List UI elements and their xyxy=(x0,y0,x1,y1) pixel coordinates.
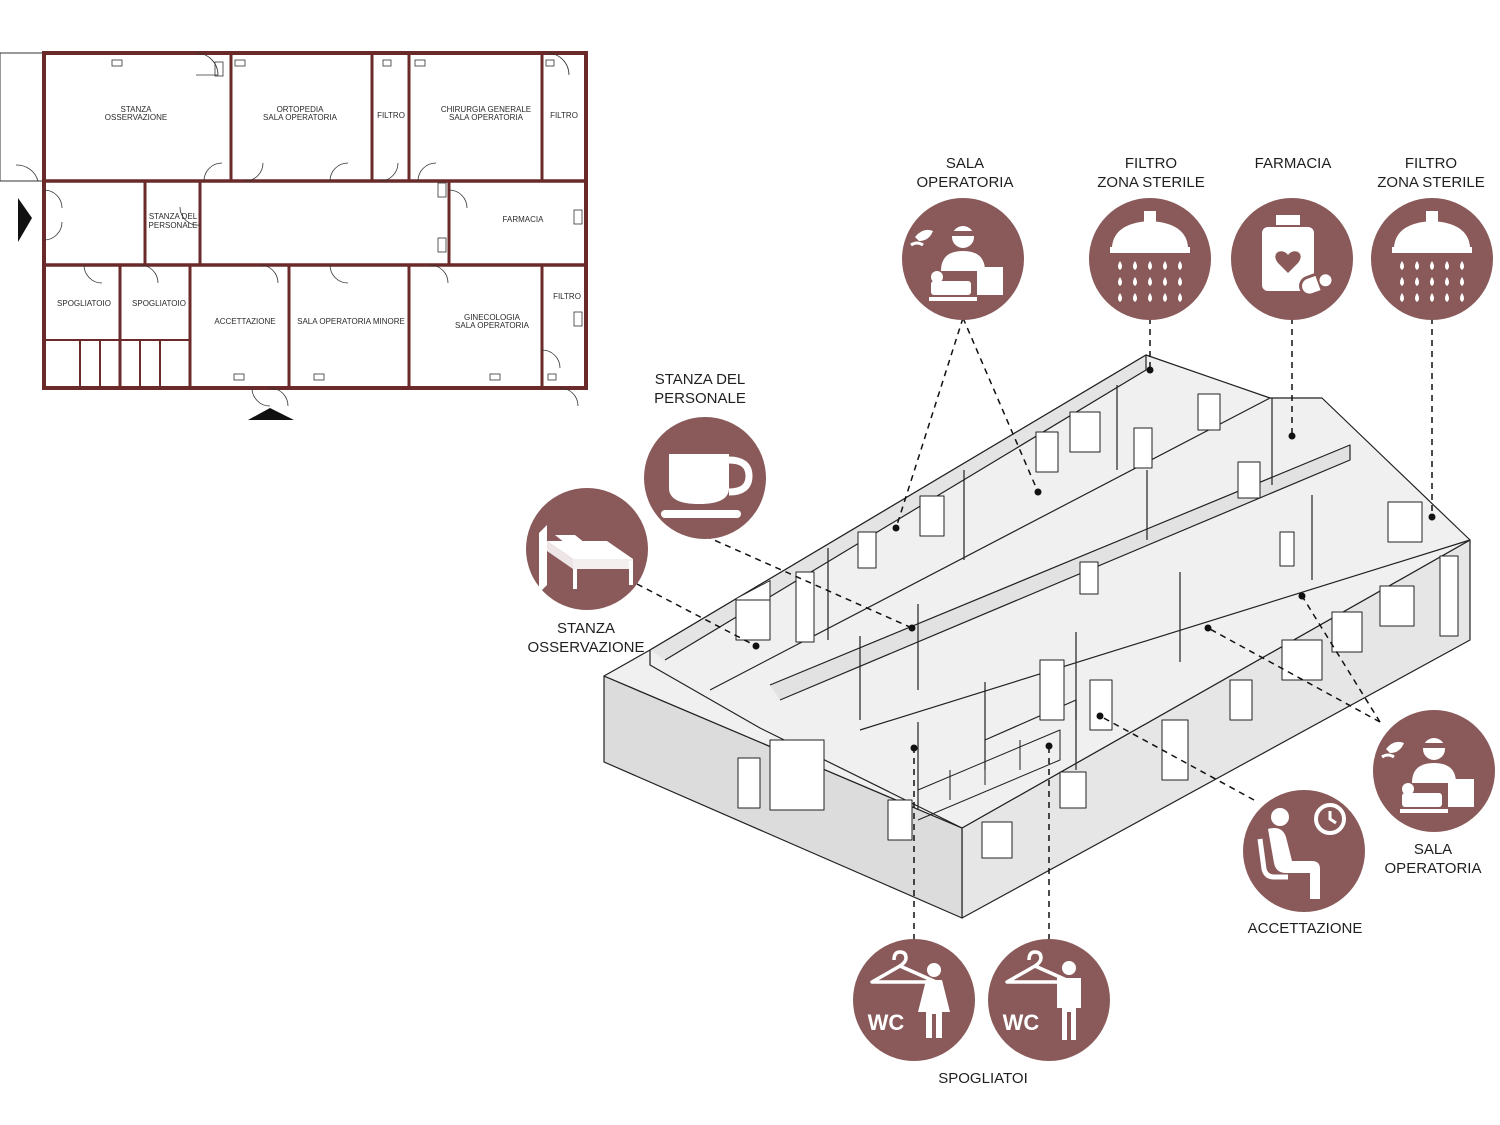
wc-female-icon xyxy=(918,963,950,1038)
plan-label-sala-minore: SALA OPERATORIA MINORE xyxy=(297,317,405,326)
wc-label-female: WC xyxy=(868,1010,905,1035)
callout-filtro-2 xyxy=(1371,198,1493,320)
svg-text:STANZA: STANZA xyxy=(121,105,153,114)
caption-accettazione: ACCETTAZIONE xyxy=(1247,920,1363,937)
wc-label-male: WC xyxy=(1003,1010,1040,1035)
plan-label-chirurgia-1: CHIRURGIA GENERALE xyxy=(441,105,531,114)
callout-stanza-osservazione xyxy=(526,488,648,610)
entrance-arrow-left xyxy=(18,198,32,242)
svg-text:FARMACIA: FARMACIA xyxy=(503,215,545,224)
callout-anchor-dots xyxy=(752,366,1436,752)
svg-text:SPOGLIATOIO: SPOGLIATOIO xyxy=(57,299,111,308)
plan-label-ginecologia-1: GINECOLOGIA xyxy=(464,313,521,322)
svg-text:SALA OPERATORIA: SALA OPERATORIA xyxy=(449,113,524,122)
entrance-arrow-bottom xyxy=(248,408,294,420)
callout-stanza-personale xyxy=(644,417,766,539)
svg-text:SPOGLIATOIO: SPOGLIATOIO xyxy=(132,299,186,308)
plan-label-osservazione-1: STANZA xyxy=(121,105,153,114)
plan-label-filtro-3: FILTRO xyxy=(553,292,581,301)
svg-text:FILTRO: FILTRO xyxy=(550,111,578,120)
caption-spogliatoi: SPOGLIATOI xyxy=(938,1070,1028,1087)
isometric-building xyxy=(603,354,1471,919)
callout-spogliatoio-female: WC xyxy=(853,939,975,1061)
callout-sala-operatoria-right xyxy=(1373,710,1495,832)
plan-label-spogliatoio-2: SPOGLIATOIO xyxy=(132,299,186,308)
svg-text:PERSONALE: PERSONALE xyxy=(149,221,198,230)
plan-label-personale-2: PERSONALE xyxy=(149,221,198,230)
svg-text:SALA OPERATORIA: SALA OPERATORIA xyxy=(455,321,530,330)
svg-text:STANZA DEL: STANZA DEL xyxy=(149,212,198,221)
plan-label-farmacia: FARMACIA xyxy=(503,215,545,224)
floor-plan xyxy=(0,51,588,420)
plan-label-personale-1: STANZA DEL xyxy=(149,212,198,221)
svg-text:OSSERVAZIONE: OSSERVAZIONE xyxy=(105,113,167,122)
callout-leaders xyxy=(636,317,1433,940)
plan-label-ortopedia-1: ORTOPEDIA xyxy=(277,105,324,114)
plan-room-labels: STANZA OSSERVAZIONE ORTOPEDIA SALA OPERA… xyxy=(57,105,581,330)
callout-accettazione xyxy=(1243,790,1365,912)
svg-text:FILTRO: FILTRO xyxy=(377,111,405,120)
callout-filtro-1 xyxy=(1089,198,1211,320)
plan-label-osservazione-2: OSSERVAZIONE xyxy=(105,113,167,122)
plan-label-ortopedia-2: SALA OPERATORIA xyxy=(263,113,338,122)
svg-text:SALA OPERATORIA: SALA OPERATORIA xyxy=(263,113,338,122)
plan-label-accettazione: ACCETTAZIONE xyxy=(214,317,275,326)
callout-sala-operatoria-top xyxy=(902,198,1024,320)
svg-text:CHIRURGIA GENERALE: CHIRURGIA GENERALE xyxy=(441,105,531,114)
callout-spogliatoio-male: WC xyxy=(988,939,1110,1061)
plan-label-filtro-1: FILTRO xyxy=(377,111,405,120)
plan-label-spogliatoio-1: SPOGLIATOIO xyxy=(57,299,111,308)
svg-text:ACCETTAZIONE: ACCETTAZIONE xyxy=(214,317,275,326)
svg-text:ORTOPEDIA: ORTOPEDIA xyxy=(277,105,324,114)
svg-text:FILTRO: FILTRO xyxy=(553,292,581,301)
svg-text:SALA OPERATORIA MINORE: SALA OPERATORIA MINORE xyxy=(297,317,405,326)
caption-farmacia: FARMACIA xyxy=(1254,155,1332,172)
plan-label-chirurgia-2: SALA OPERATORIA xyxy=(449,113,524,122)
svg-text:GINECOLOGIA: GINECOLOGIA xyxy=(464,313,521,322)
plan-label-filtro-2: FILTRO xyxy=(550,111,578,120)
wc-male-icon xyxy=(1057,961,1081,1040)
plan-label-ginecologia-2: SALA OPERATORIA xyxy=(455,321,530,330)
callout-farmacia xyxy=(1231,198,1353,320)
